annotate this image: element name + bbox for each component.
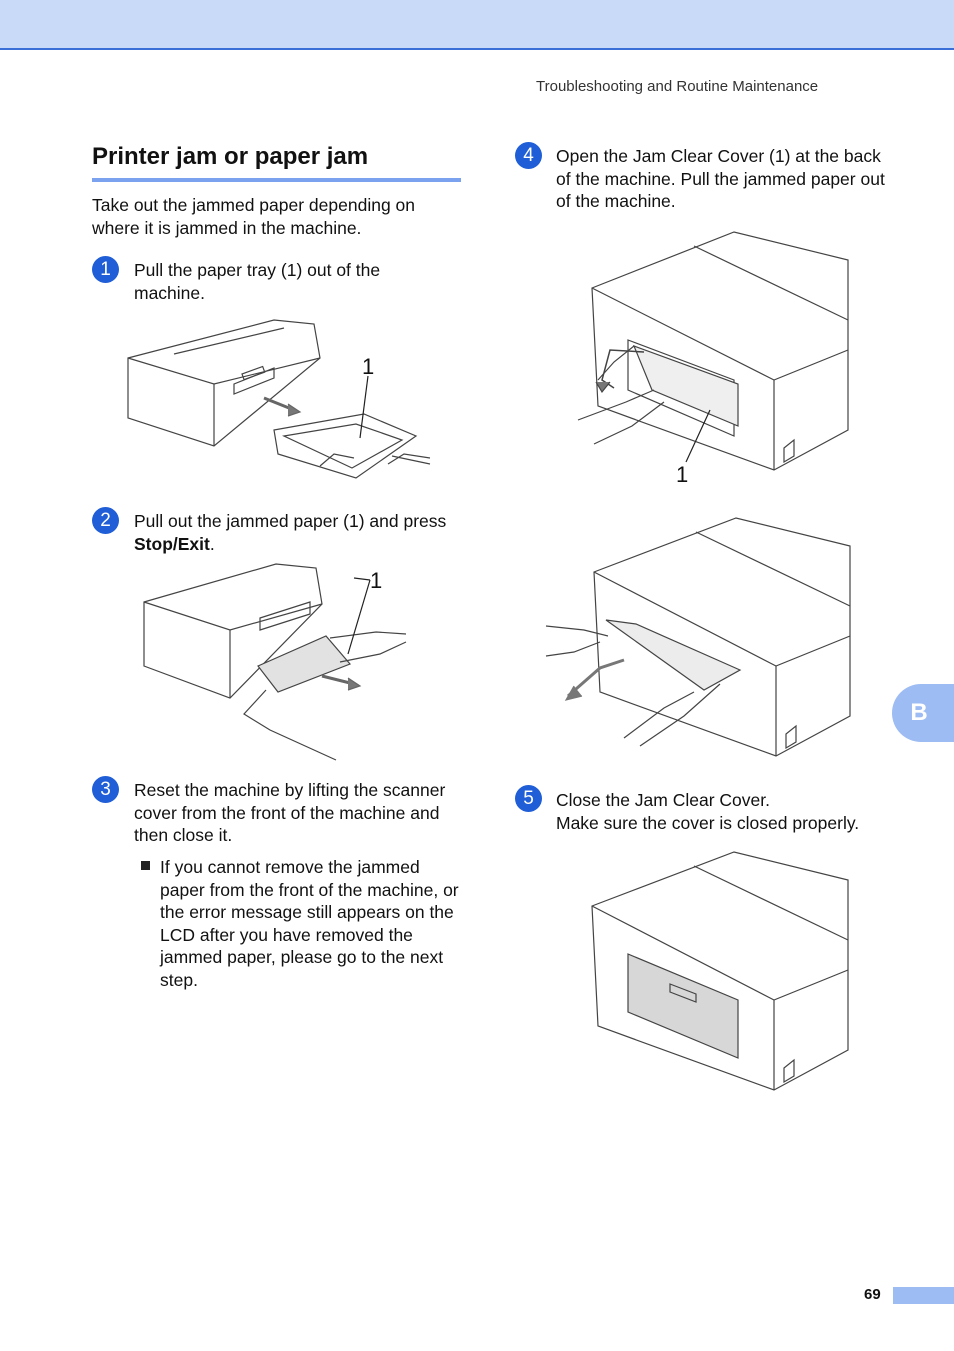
step-5-badge: 5: [515, 785, 542, 812]
figure-open-jam-clear-cover: 1: [574, 230, 852, 486]
step-2-text: Pull out the jammed paper (1) and press …: [134, 510, 464, 555]
step-2-badge: 2: [92, 507, 119, 534]
section-title: Printer jam or paper jam: [92, 143, 369, 170]
step-4-badge: 4: [515, 142, 542, 169]
intro-paragraph: Take out the jammed paper depending on w…: [92, 195, 416, 238]
step-1-text: Pull the paper tray (1) out of the machi…: [134, 260, 381, 303]
bullet-square-icon: [141, 861, 150, 870]
stop-exit-key-label: Stop/Exit: [134, 533, 210, 554]
figure-pull-paper-from-back: [544, 516, 852, 758]
step-5-line-2: Make sure the cover is closed properly.: [556, 812, 860, 833]
step-2-text-before: Pull out the jammed paper (1) and press: [134, 511, 447, 531]
step-1-badge: 1: [92, 256, 119, 283]
running-header: Troubleshooting and Routine Maintenance: [536, 78, 819, 95]
figure-pull-jammed-paper: 1: [140, 562, 412, 764]
step-4-text: Open the Jam Clear Cover (1) at the back…: [556, 146, 885, 211]
title-underline: [92, 178, 461, 182]
page-number: 69: [864, 1286, 881, 1303]
fig2-callout-label: 1: [370, 568, 382, 593]
chapter-tab: B: [892, 684, 954, 742]
fig4a-callout-label: 1: [676, 462, 688, 486]
step-3-bullet-text: If you cannot remove the jammed paper fr…: [160, 857, 459, 990]
step-5-text: Close the Jam Clear Cover. Make sure the…: [556, 789, 896, 834]
top-header-band: [0, 0, 954, 50]
figure-pull-paper-tray: 1: [124, 318, 436, 486]
chapter-tab-letter: B: [910, 699, 928, 726]
page-number-bar: [893, 1287, 954, 1304]
step-3-badge: 3: [92, 776, 119, 803]
step-5-line-1: Close the Jam Clear Cover.: [556, 790, 770, 810]
fig1-callout-label: 1: [362, 354, 374, 379]
figure-closed-jam-clear-cover: [588, 850, 852, 1092]
step-2-text-after: .: [209, 533, 215, 554]
step-3-text: Reset the machine by lifting the scanner…: [134, 780, 446, 845]
